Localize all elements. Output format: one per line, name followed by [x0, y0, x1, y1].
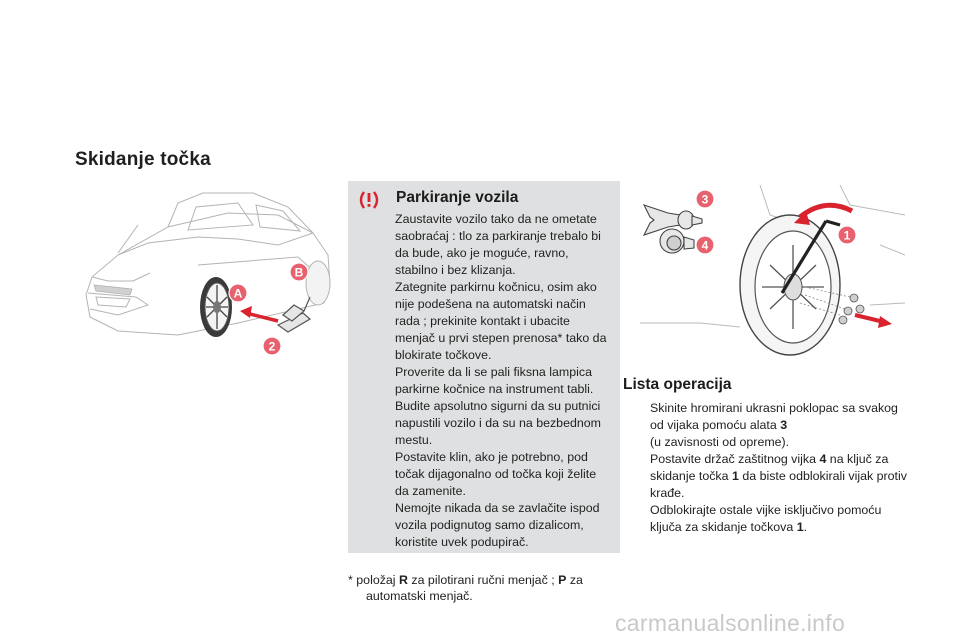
warning-paragraph: Proverite da li se pali fiksna lampica p… — [395, 365, 594, 396]
svg-text:A: A — [234, 287, 243, 301]
car-jack-illustration: A B 2 — [85, 192, 331, 356]
operations-list: Skinite hromirani ukrasni poklopac sa sv… — [623, 400, 908, 536]
callout-2: 2 — [262, 336, 282, 356]
operation-item: Postavite držač zaštitnog vijka 4 na klj… — [650, 452, 907, 500]
svg-text:2: 2 — [269, 340, 276, 354]
warning-paragraph: Postavite klin, ako je potrebno, pod toč… — [395, 450, 597, 498]
warning-box-title: Parkiranje vozila — [396, 189, 519, 206]
callout-a: A — [228, 283, 248, 303]
svg-text:3: 3 — [702, 193, 709, 207]
operation-item: Odblokirajte ostale vijke isključivo pom… — [650, 503, 882, 534]
callout-3: 3 — [695, 189, 715, 209]
svg-text:4: 4 — [702, 239, 709, 253]
warning-paragraph: Zaustavite vozilo tako da ne ometate sao… — [395, 212, 601, 277]
warning-box-body: Zaustavite vozilo tako da ne ometate sao… — [395, 211, 613, 551]
warning-paragraph: Budite apsolutno sigurni da su putnici n… — [395, 399, 601, 447]
warning-paragraph: Nemojte nikada da se zavlačite ispod voz… — [395, 501, 600, 549]
callout-b: B — [289, 262, 309, 282]
wheel-key-illustration: 3 4 1 — [640, 185, 905, 356]
footnote: * položaj R za pilotirani ručni menjač ;… — [348, 573, 583, 603]
warning-paragraph: Zategnite parkirnu kočnicu, osim ako nij… — [395, 280, 607, 362]
watermark: carmanualsonline.info — [615, 610, 846, 636]
svg-text:1: 1 — [844, 229, 851, 243]
svg-text:B: B — [295, 266, 304, 280]
callout-1: 1 — [837, 225, 857, 245]
warning-box — [348, 181, 620, 553]
operations-title: Lista operacija — [623, 376, 732, 393]
operation-item: Skinite hromirani ukrasni poklopac sa sv… — [650, 401, 898, 449]
page-title: Skidanje točka — [75, 149, 211, 170]
callout-4: 4 — [695, 235, 715, 255]
warning-icon — [359, 191, 379, 209]
